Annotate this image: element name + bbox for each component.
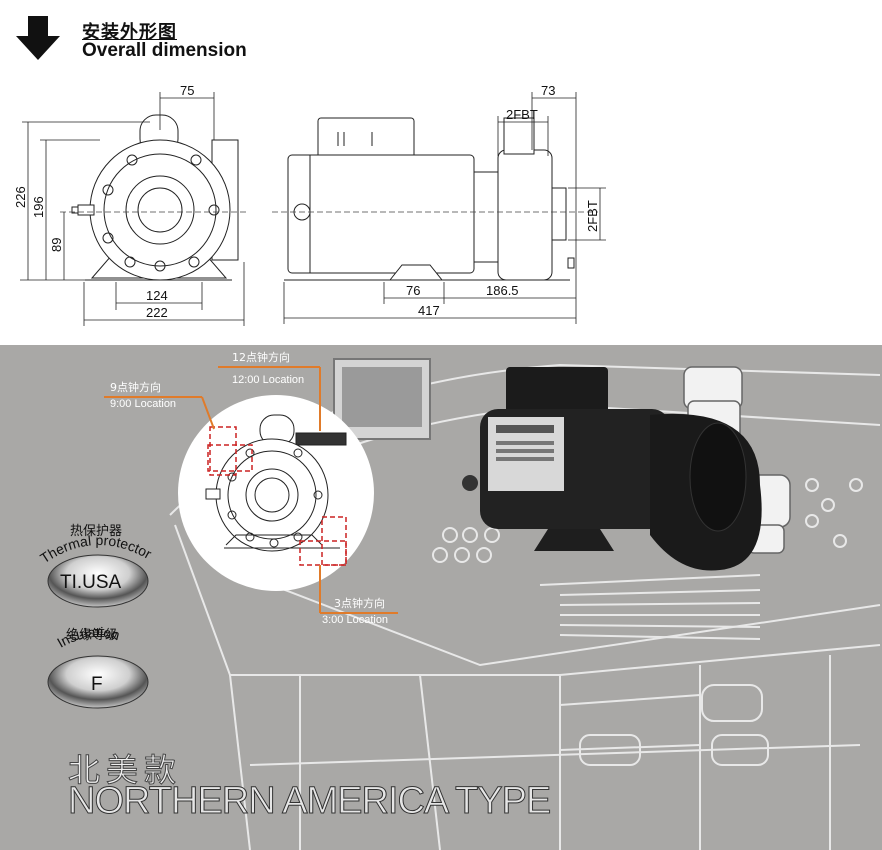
section-title-en: Overall dimension xyxy=(82,40,247,61)
dim-222: 222 xyxy=(146,305,168,320)
loc-9-en: 9:00 Location xyxy=(110,398,176,410)
dim-226: 226 xyxy=(13,186,28,208)
thermal-protector-value: TI.USA xyxy=(60,572,122,593)
pump-motor-photo xyxy=(462,367,762,571)
application-illustration: 12点钟方向 12:00 Location 9点钟方向 9:00 Locatio… xyxy=(0,345,882,850)
front-view-dimensions: 75 226 196 89 124 222 xyxy=(13,83,194,320)
down-arrow-icon xyxy=(16,16,60,60)
dim-186-5: 186.5 xyxy=(486,283,519,298)
loc-9-cn: 9点钟方向 xyxy=(110,380,161,394)
section-title-cn: 安装外形图 xyxy=(82,22,177,42)
dim-124: 124 xyxy=(146,288,168,303)
front-view-drawing xyxy=(20,92,248,326)
loc-3-en: 3:00 Location xyxy=(322,614,388,626)
dim-89: 89 xyxy=(49,238,64,252)
side-view-dimensions: 73 2FBT 2FBT 76 186.5 417 xyxy=(283,83,606,324)
dim-73: 73 xyxy=(541,83,555,98)
type-label-en: NORTHERN AMERICA TYPE xyxy=(67,780,551,823)
dim-76: 76 xyxy=(406,283,420,298)
thermal-protector-en: Thermal protector xyxy=(37,532,155,566)
dimension-drawing-section: 安装外形图 Overall dimension xyxy=(0,0,882,345)
loc-3-cn: 3点钟方向 xyxy=(334,596,385,610)
dim-417: 417 xyxy=(418,303,440,318)
dim-75: 75 xyxy=(180,83,194,98)
dim-outlet-2fbt: 2FBT xyxy=(506,107,538,122)
loc-12-en: 12:00 Location xyxy=(232,374,304,386)
type-label-cn: 北美款 xyxy=(67,751,183,790)
illustration-labels: 12点钟方向 12:00 Location 9点钟方向 9:00 Locatio… xyxy=(37,350,388,695)
side-view-drawing xyxy=(272,117,598,281)
insulation-en: Insulation xyxy=(54,624,121,651)
dim-inlet-2fbt: 2FBT xyxy=(585,200,600,232)
spa-tub-illustration xyxy=(47,358,881,850)
insulation-value: F xyxy=(91,674,103,695)
insulation-cn: 绝缘等级 xyxy=(66,627,118,643)
loc-12-cn: 12点钟方向 xyxy=(232,350,290,364)
thermal-protector-cn: 热保护器 xyxy=(70,524,122,539)
dim-196: 196 xyxy=(31,196,46,218)
